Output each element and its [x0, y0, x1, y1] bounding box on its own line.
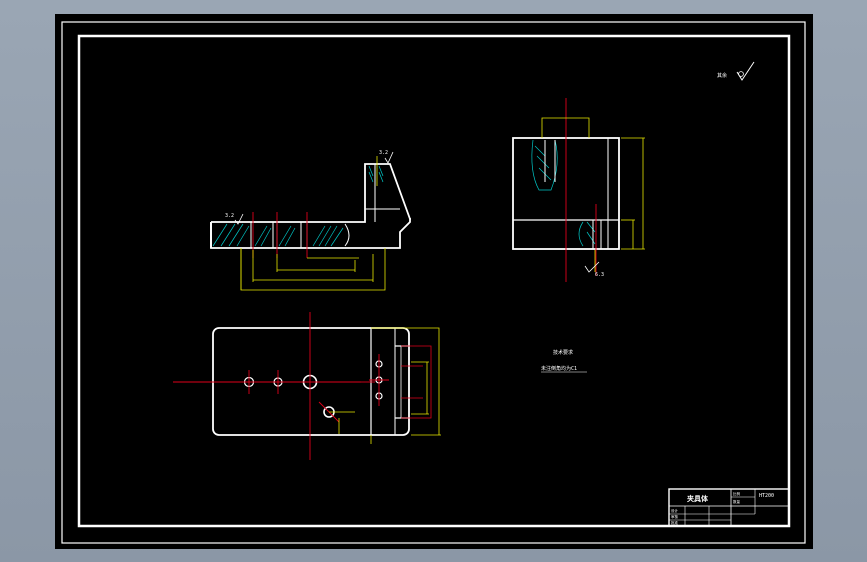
base-hatching: [212, 223, 344, 247]
plan-red-dims: [401, 345, 432, 419]
general-roughness-symbol: 其余: [717, 61, 755, 81]
plan-view: [173, 312, 441, 460]
title-block-name: 夹具体: [687, 494, 709, 503]
plan-yellow-dims: [329, 327, 441, 444]
title-block-material: HT200: [759, 493, 774, 499]
side-dimensions: [541, 117, 645, 272]
title-block: 夹具体 HT200 比例 数量 设计 审核 批准: [668, 488, 790, 527]
roughness-mark-front-1: 3.2: [225, 213, 244, 225]
drawing-canvas: 其余: [61, 21, 806, 544]
title-block-row-3: 批准: [671, 520, 679, 525]
front-dimensions: [240, 248, 386, 291]
svg-text:6.3: 6.3: [595, 272, 604, 278]
upright-slot-hatch: [368, 165, 384, 183]
technical-notes: 技术要求 未注倒角均为C1: [541, 349, 587, 373]
outer-frame: [61, 21, 806, 544]
svg-text:3.2: 3.2: [379, 150, 388, 156]
notes-heading: 技术要求: [553, 349, 573, 356]
roughness-mark-front-2: 3.2: [379, 150, 394, 164]
svg-text:3.2: 3.2: [225, 213, 234, 219]
title-block-row-1: 设计: [671, 508, 679, 513]
front-section-view: 3.2 3.2: [210, 150, 411, 291]
title-block-scale-label: 比例: [733, 491, 741, 496]
title-block-qty-label: 数量: [733, 499, 741, 504]
roughness-general-text: 其余: [717, 72, 727, 79]
title-block-row-2: 审核: [671, 514, 679, 519]
side-bottom-hatch: [578, 221, 596, 247]
inner-frame: [77, 34, 791, 528]
side-top-slot-hatch: [531, 139, 558, 191]
roughness-mark-side: 6.3: [584, 261, 604, 278]
drawing-sheet: 其余: [55, 14, 813, 549]
notes-line-1: 未注倒角均为C1: [541, 365, 577, 372]
plan-holes: [243, 360, 383, 418]
side-view: 6.3: [512, 98, 645, 282]
